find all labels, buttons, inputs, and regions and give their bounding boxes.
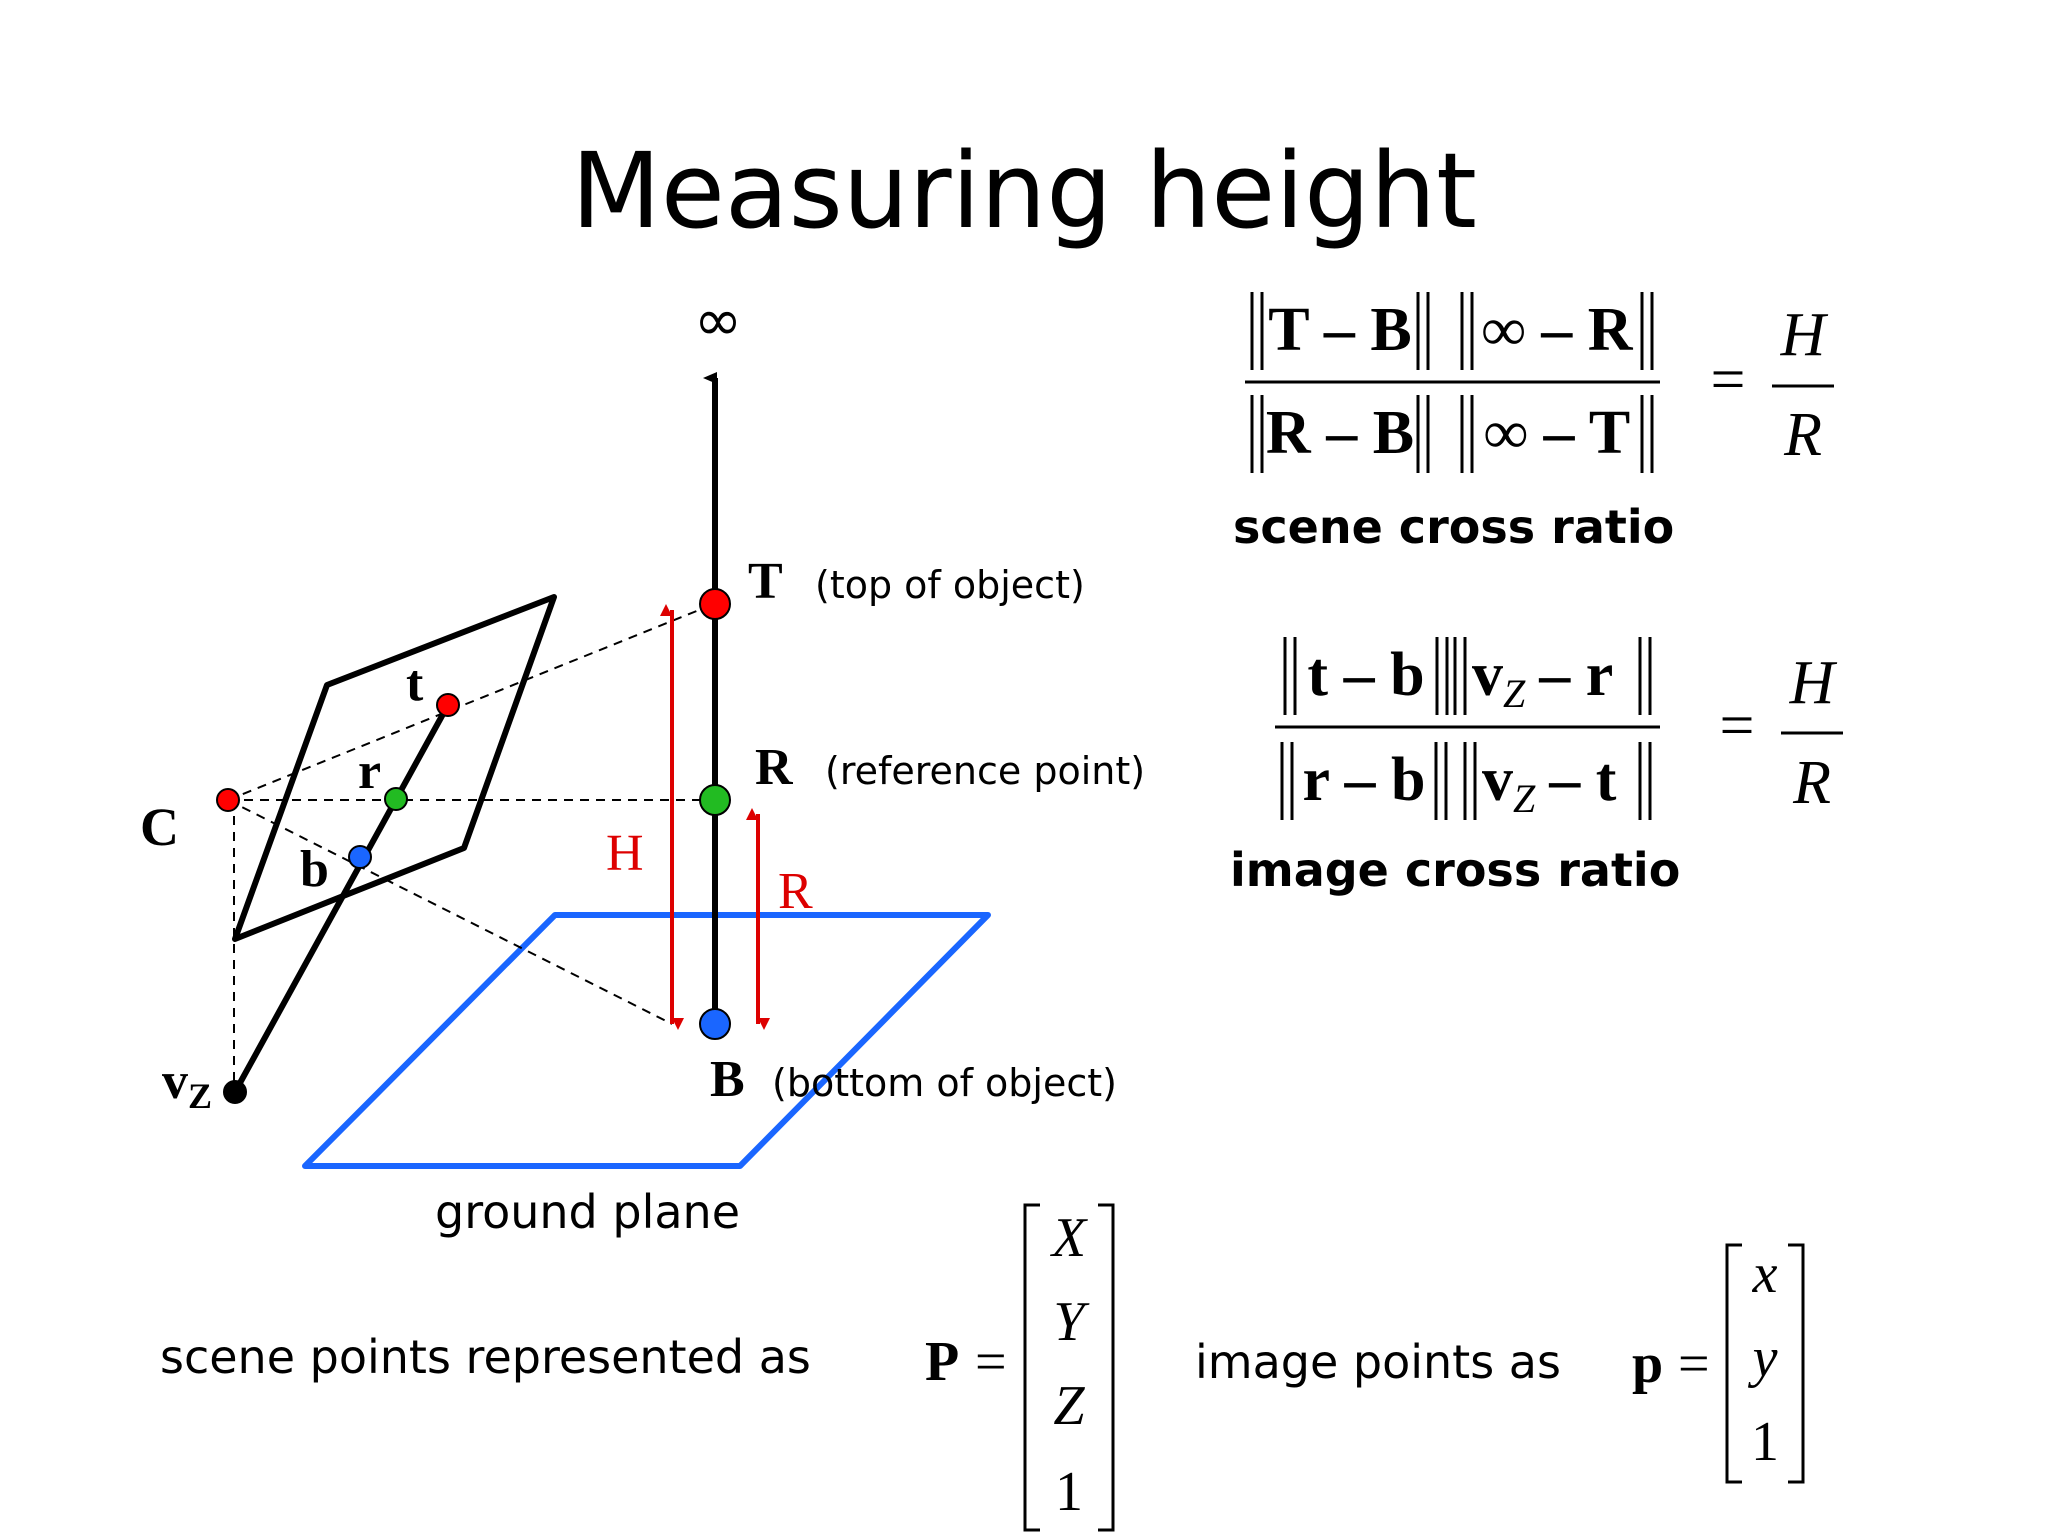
scene-numerator-right: ∞ – R bbox=[1482, 296, 1634, 364]
image-denominator-left: r – b bbox=[1303, 746, 1426, 814]
label-C: C bbox=[140, 797, 179, 857]
point-T bbox=[699, 588, 731, 620]
label-B: B bbox=[710, 1051, 745, 1108]
scene-vector-w: 1 bbox=[1055, 1461, 1083, 1523]
scene-numerator-left: T – B bbox=[1268, 296, 1412, 364]
image-denominator-right: vZ– t bbox=[1482, 746, 1617, 821]
scene-cross-ratio-equation: T – B ∞ – R R – B ∞ – T = H R bbox=[1245, 292, 1834, 473]
label-R-description: (reference point) bbox=[825, 749, 1145, 793]
image-numerator-subscript: Z bbox=[1503, 671, 1526, 716]
slide-title: Measuring height bbox=[571, 130, 1477, 252]
scene-rhs-denominator: R bbox=[1783, 401, 1822, 469]
scene-vector-brackets bbox=[1023, 1203, 1115, 1532]
image-numerator-right: vZ– r bbox=[1472, 641, 1613, 716]
infinity-label: ∞ bbox=[694, 286, 742, 354]
label-b: b bbox=[300, 841, 329, 898]
image-cross-ratio-equation: t – b vZ– r r – b vZ– t = H R bbox=[1275, 637, 1843, 821]
ground-plane-shape bbox=[302, 912, 991, 1169]
point-vz bbox=[223, 1080, 247, 1104]
point-B bbox=[699, 1008, 731, 1040]
image-vertical-line bbox=[232, 703, 451, 1094]
image-vector-y: y bbox=[1748, 1327, 1778, 1389]
scene-equals: = bbox=[1711, 346, 1746, 414]
label-vz-subscript: Z bbox=[188, 1076, 212, 1116]
point-t bbox=[436, 693, 460, 717]
point-r bbox=[384, 787, 408, 811]
label-t: t bbox=[406, 655, 424, 712]
point-R bbox=[699, 784, 731, 816]
image-rhs-numerator: H bbox=[1789, 649, 1838, 717]
scene-points-symbol: P bbox=[925, 1331, 959, 1393]
image-vector-w: 1 bbox=[1751, 1411, 1779, 1473]
label-R: R bbox=[755, 739, 794, 796]
scene-points-text: scene points represented as bbox=[160, 1330, 811, 1384]
scene-vector-y: Y bbox=[1053, 1291, 1090, 1353]
point-b bbox=[348, 845, 372, 869]
label-T-description: (top of object) bbox=[815, 563, 1085, 607]
image-rhs-denominator: R bbox=[1792, 749, 1831, 817]
image-vector-brackets bbox=[1725, 1243, 1805, 1484]
label-B-description: (bottom of object) bbox=[772, 1061, 1117, 1105]
label-r: r bbox=[358, 743, 381, 800]
label-T: T bbox=[748, 553, 783, 610]
image-plane-shape bbox=[232, 594, 557, 942]
image-equals: = bbox=[1720, 692, 1755, 760]
image-cross-ratio-caption: image cross ratio bbox=[1230, 843, 1680, 897]
image-numerator-left: t – b bbox=[1307, 641, 1424, 709]
scene-points-equals: = bbox=[975, 1331, 1007, 1393]
image-vector-x: x bbox=[1752, 1243, 1778, 1305]
image-points-equals: = bbox=[1678, 1333, 1710, 1395]
ground-plane-label: ground plane bbox=[435, 1185, 740, 1239]
label-vz: vZ bbox=[162, 1053, 212, 1116]
projection-lines bbox=[227, 603, 715, 1092]
image-denominator-subscript: Z bbox=[1513, 776, 1536, 821]
scene-vector-x: X bbox=[1050, 1207, 1089, 1269]
image-points-text: image points as bbox=[1195, 1335, 1561, 1389]
image-points-symbol: p bbox=[1632, 1333, 1663, 1395]
point-C bbox=[216, 788, 240, 812]
scene-denominator-right: ∞ – T bbox=[1484, 399, 1630, 467]
height-label-R: R bbox=[778, 863, 813, 920]
scene-cross-ratio-caption: scene cross ratio bbox=[1233, 500, 1674, 554]
height-label-H: H bbox=[606, 825, 644, 882]
scene-vector-z: Z bbox=[1053, 1375, 1085, 1437]
scene-rhs-numerator: H bbox=[1780, 301, 1829, 369]
scene-denominator-left: R – B bbox=[1266, 399, 1414, 467]
